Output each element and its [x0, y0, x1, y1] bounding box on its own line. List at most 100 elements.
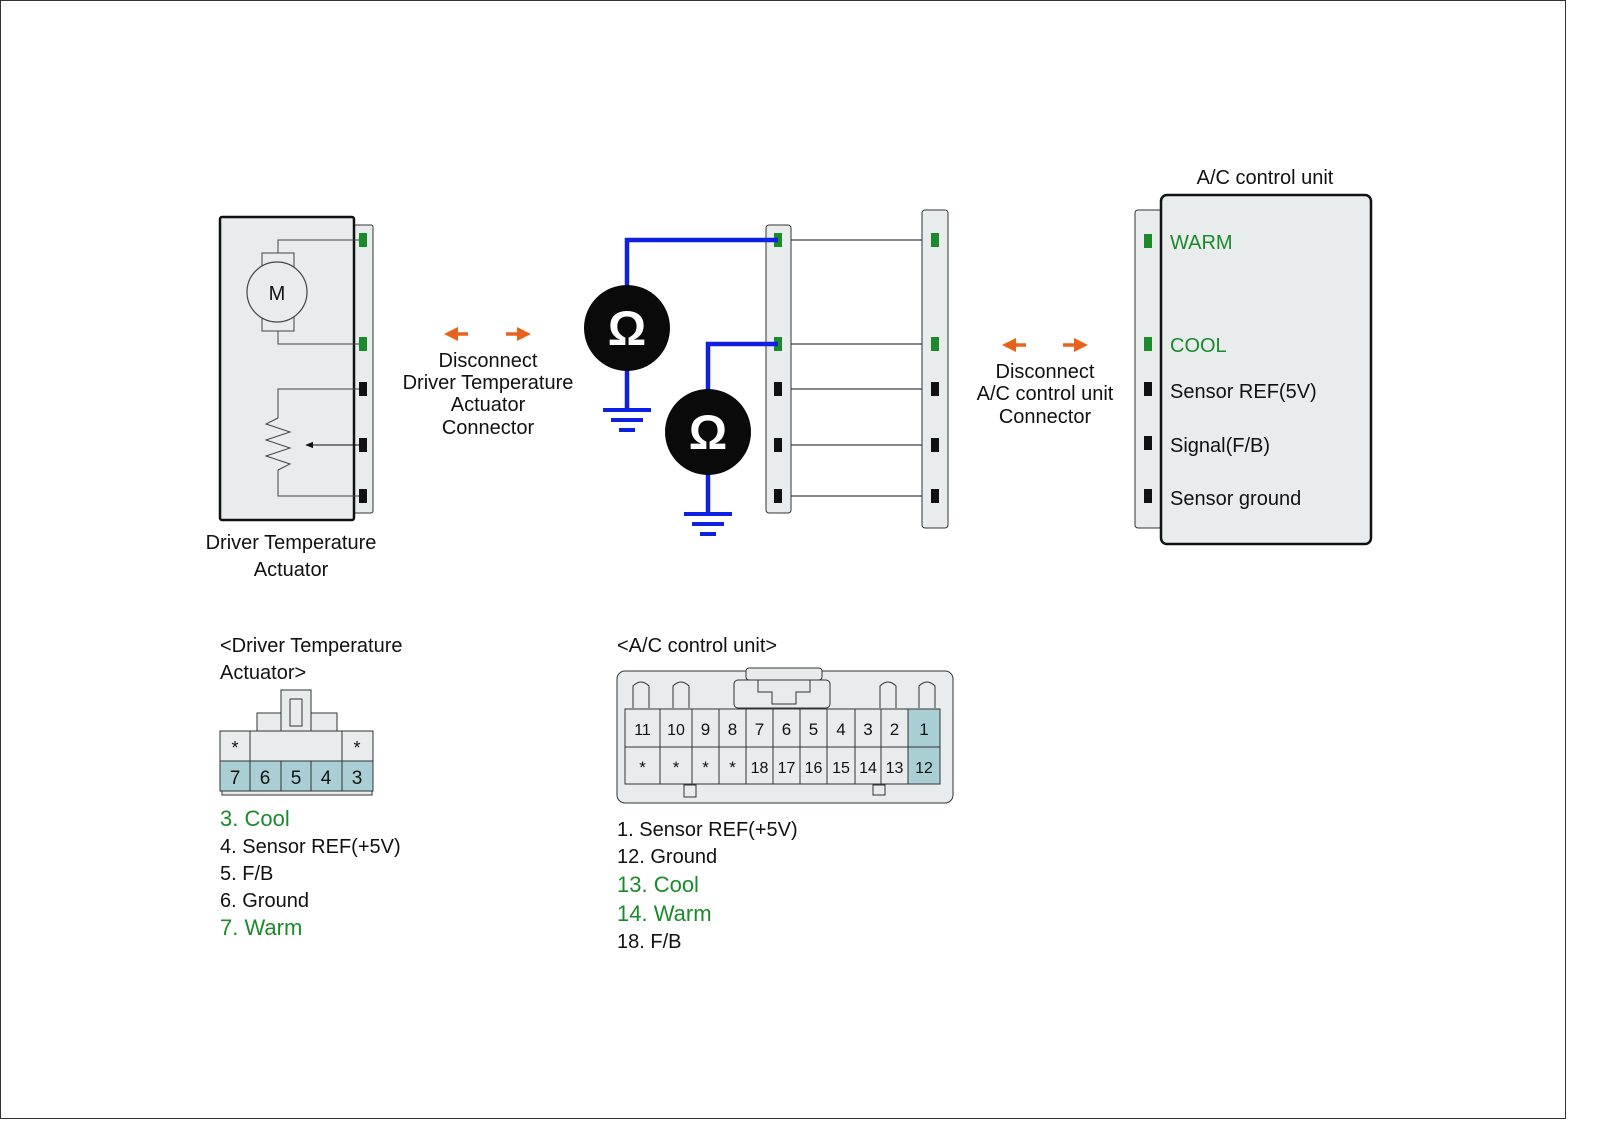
pin-number: 4 [836, 720, 845, 739]
connector-cell [691, 708, 720, 748]
harness-right-terminal-ground [931, 489, 939, 503]
actuator-terminal-cool [359, 337, 367, 351]
connector-cell [907, 708, 941, 748]
disconnect-right-line2: A/C control unit [977, 383, 1114, 405]
cavity-label: * [729, 758, 736, 777]
motor-wire-bottom [277, 331, 363, 345]
cavity-label: * [231, 738, 238, 758]
cavity-label: * [639, 758, 646, 777]
pin-number: 15 [832, 760, 850, 777]
ac-connector-top-tab [745, 667, 823, 681]
connector-cell [880, 708, 909, 748]
connector-cell [799, 708, 828, 748]
ac-unit-title: A/C control unit [1197, 167, 1334, 189]
pin-number: 1 [919, 720, 928, 739]
pot-wire-top [277, 388, 363, 418]
actuator-caption-line2: Actuator [254, 559, 329, 581]
pin-legend-item: 3. Cool [220, 806, 290, 831]
connector-cell [718, 746, 747, 785]
ac-connector-foot [683, 784, 697, 798]
pin-number: 18 [751, 760, 769, 777]
disconnect-left-line1: Disconnect [439, 350, 538, 372]
pin-number: 11 [634, 722, 651, 739]
ac-pin-label-warm: WARM [1170, 232, 1233, 254]
actuator-body [218, 215, 356, 522]
pin-legend-item: 18. F/B [617, 931, 681, 953]
pin-legend-item: 14. Warm [617, 901, 712, 926]
connector-cell [624, 746, 661, 785]
motor-label: M [269, 283, 286, 305]
cavity-label: * [673, 758, 680, 777]
pin-number: 16 [805, 760, 823, 777]
pin-number: 10 [667, 722, 685, 739]
guide-post [632, 681, 650, 708]
pin-legend-item: 7. Warm [220, 915, 302, 940]
actuator-terminal-warm [359, 233, 367, 247]
harness-right-terminal-warm [931, 233, 939, 247]
actuator-caption-line1: Driver Temperature [206, 532, 377, 554]
connector-cell [659, 708, 693, 748]
connector-cell [280, 760, 312, 792]
connector-lock-slot [289, 698, 303, 727]
pin-legend-item: 5. F/B [220, 863, 273, 885]
ac-pin-label-fb: Signal(F/B) [1170, 435, 1270, 457]
harness-right-terminal-fb [931, 438, 939, 452]
ohm-symbol: Ω [608, 303, 646, 356]
cavity-label: * [353, 738, 360, 758]
ac-pin-label-ref: Sensor REF(5V) [1170, 381, 1317, 403]
diagram-canvas: M Driver Temperature Actuator Disconnect… [0, 0, 1566, 1119]
ohmmeter-icon [665, 389, 751, 475]
guide-post [672, 681, 690, 708]
disconnect-left-line2: Driver Temperature [403, 372, 574, 394]
harness-connector-ac-side [921, 209, 949, 529]
ac-control-unit: A/C control unit WARM COOL Sensor REF(5V… [1134, 167, 1373, 546]
ground-icon [603, 408, 651, 432]
pin-number: 12 [915, 760, 933, 777]
pin-legend-item: 6. Ground [220, 890, 309, 912]
ground-icon [684, 512, 732, 536]
pin-number: 5 [291, 768, 302, 789]
pin-number: 7 [230, 768, 241, 789]
motor-wire-top [277, 239, 363, 253]
arrow-left-icon [444, 327, 458, 341]
connector-cell [219, 730, 251, 762]
harness-left-terminal-ground [774, 489, 782, 503]
actuator-connector-title-line1: <Driver Temperature [220, 635, 402, 657]
connector-cell [772, 708, 801, 748]
pin-number: 14 [859, 760, 877, 777]
motor-symbol [246, 261, 308, 323]
guide-post [879, 681, 897, 708]
ac-pin-label-ground: Sensor ground [1170, 488, 1301, 510]
pin-number: 4 [321, 768, 332, 789]
ac-pin-label-cool: COOL [1170, 335, 1227, 357]
pin-legend-item: 4. Sensor REF(+5V) [220, 836, 401, 858]
connector-cell [249, 730, 343, 762]
pin-number: 6 [782, 720, 791, 739]
disconnect-right-line3: Connector [999, 406, 1092, 428]
actuator-connector-title-line2: Actuator> [220, 662, 306, 684]
pin-number: 13 [886, 760, 904, 777]
actuator-terminal-fb [359, 438, 367, 452]
connector-cell [907, 746, 941, 785]
connector-cell [826, 746, 856, 785]
ohm-symbol: Ω [689, 407, 727, 460]
harness-left-terminal-fb [774, 438, 782, 452]
disconnect-right-line1: Disconnect [996, 361, 1095, 383]
connector-cell [854, 746, 882, 785]
ac-terminal-ground [1144, 489, 1152, 503]
disconnect-left-indicator: Disconnect Driver Temperature Actuator C… [403, 327, 574, 439]
connector-cell [310, 760, 343, 792]
disconnect-left-line3: Actuator [451, 394, 526, 416]
harness [765, 209, 949, 529]
pin-legend-item: 13. Cool [617, 872, 699, 897]
ac-unit-connector-strip [1134, 209, 1163, 529]
ohmmeter-icon [584, 285, 670, 371]
ac-unit-body [1159, 193, 1373, 546]
actuator-terminal-ground [359, 489, 367, 503]
pin-number: 5 [809, 720, 818, 739]
ac-connector-lock [757, 680, 811, 705]
connector-lock-tab [280, 689, 312, 732]
ac-terminal-cool [1144, 337, 1152, 351]
